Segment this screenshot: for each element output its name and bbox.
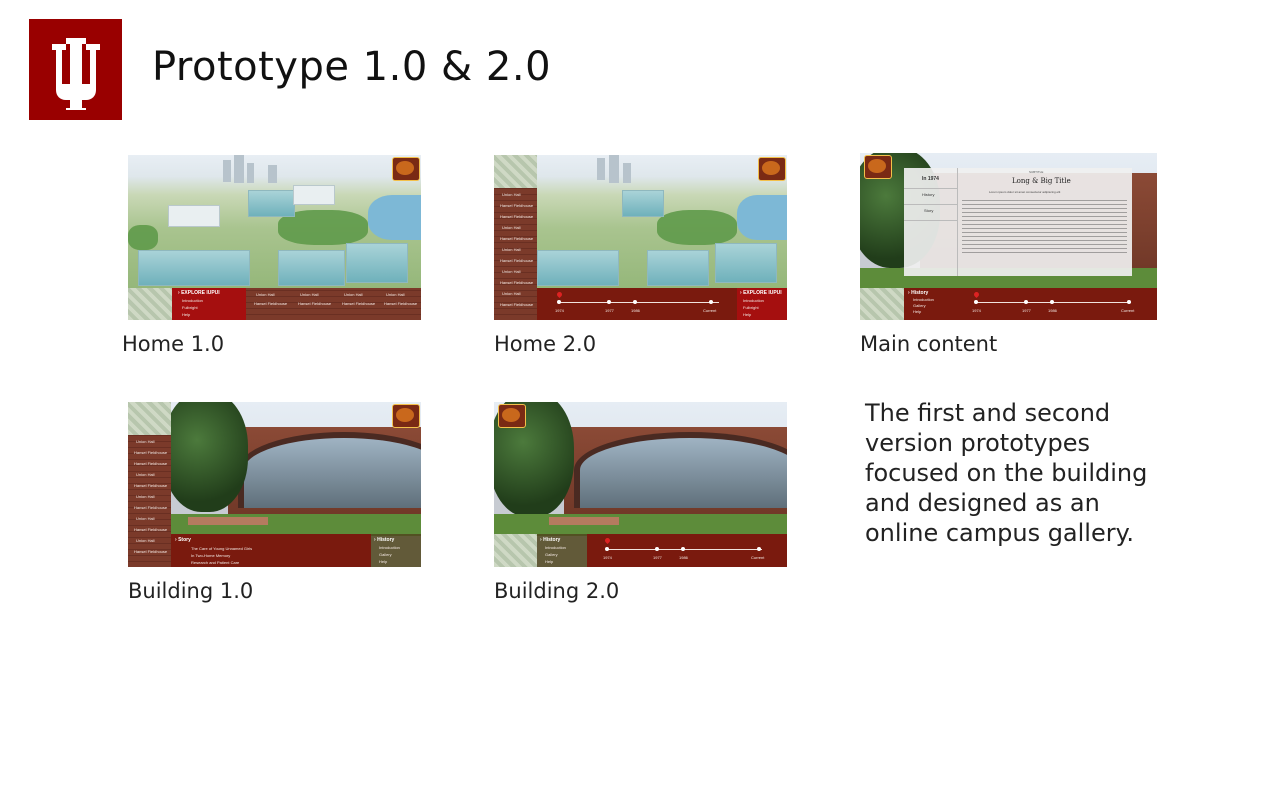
- aerial-campus-illustration: [128, 155, 421, 288]
- iu-trident-logo: [29, 19, 122, 120]
- timeline-dot[interactable]: [681, 547, 685, 551]
- explore-menu[interactable]: › EXPLORE IUPUI Introduction Fulbright H…: [172, 288, 246, 320]
- mascot-logo: [864, 155, 892, 179]
- timeline-dot[interactable]: [607, 300, 611, 304]
- story-panel[interactable]: › Story The Care of Young Unnamed Girls …: [171, 534, 371, 567]
- timeline-dot[interactable]: [757, 547, 761, 551]
- content-overlay: In 1974 History Story SUBTITLE Long & Bi…: [904, 168, 1132, 276]
- timeline-dot[interactable]: [974, 300, 978, 304]
- timeline-bar[interactable]: 1974 1977 1986 Current: [587, 534, 787, 567]
- building-side-list[interactable]: Union Hall Hansel Fieldhouse Hansel Fiel…: [494, 188, 537, 320]
- mascot-logo: [498, 404, 526, 428]
- caption-building-2: Building 2.0: [494, 579, 620, 603]
- timeline-dot[interactable]: [633, 300, 637, 304]
- timeline-dot[interactable]: [655, 547, 659, 551]
- history-menu[interactable]: › History Introduction Gallery Help: [537, 534, 587, 567]
- timeline-dot[interactable]: [1127, 300, 1131, 304]
- mascot-logo: [392, 404, 420, 428]
- building-side-list[interactable]: Union Hall Hansel Fieldhouse Hansel Fiel…: [128, 435, 171, 567]
- thumbnail-building-1[interactable]: Union Hall Hansel Fieldhouse Hansel Fiel…: [128, 402, 421, 567]
- timeline-dot[interactable]: [605, 547, 609, 551]
- page-title: Prototype 1.0 & 2.0: [152, 44, 552, 90]
- caption-home-2: Home 2.0: [494, 332, 597, 356]
- side-nav-story[interactable]: Story: [924, 208, 934, 213]
- timeline-dot[interactable]: [1024, 300, 1028, 304]
- timeline-dot[interactable]: [557, 300, 561, 304]
- caption-home-1: Home 1.0: [122, 332, 225, 356]
- mascot-logo: [392, 157, 420, 181]
- description-text: The first and second version prototypes …: [865, 399, 1148, 547]
- location-pin-icon: [603, 536, 612, 545]
- mascot-logo: [758, 157, 786, 181]
- timeline-bar[interactable]: › History Introduction Gallery Help 1974…: [904, 288, 1157, 320]
- thumbnail-building-2[interactable]: › History Introduction Gallery Help 1974…: [494, 402, 787, 567]
- thumbnail-home-1[interactable]: › EXPLORE IUPUI Introduction Fulbright H…: [128, 155, 421, 320]
- mini-map[interactable]: [128, 402, 171, 435]
- timeline-dot[interactable]: [709, 300, 713, 304]
- trident-icon: [51, 37, 100, 110]
- timeline-bar[interactable]: 1974 1977 1986 Current: [537, 288, 737, 320]
- thumbnail-main-content[interactable]: In 1974 History Story SUBTITLE Long & Bi…: [860, 153, 1157, 320]
- body-text-block: [962, 200, 1127, 255]
- caption-building-1: Building 1.0: [128, 579, 254, 603]
- timeline-dot[interactable]: [1050, 300, 1054, 304]
- location-pin-icon: [555, 290, 564, 299]
- thumbnail-home-2[interactable]: Union Hall Hansel Fieldhouse Hansel Fiel…: [494, 155, 787, 320]
- content-heading: Long & Big Title: [1012, 177, 1071, 185]
- caption-main-content: Main content: [860, 332, 998, 356]
- mini-map[interactable]: [494, 534, 537, 567]
- content-side-nav: In 1974 History Story: [904, 168, 958, 276]
- history-menu[interactable]: › History Introduction Gallery Help: [371, 534, 421, 567]
- explore-menu[interactable]: › EXPLORE IUPUI Introduction Fulbright H…: [737, 288, 787, 320]
- mini-map[interactable]: [860, 288, 904, 320]
- aerial-campus-illustration: [537, 155, 787, 288]
- mini-map[interactable]: [494, 155, 537, 188]
- mini-map[interactable]: [128, 288, 172, 320]
- building-list-strip[interactable]: Union Hall Union Hall Union Hall Union H…: [246, 288, 421, 320]
- side-nav-history[interactable]: History: [922, 192, 935, 197]
- location-pin-icon: [972, 290, 981, 299]
